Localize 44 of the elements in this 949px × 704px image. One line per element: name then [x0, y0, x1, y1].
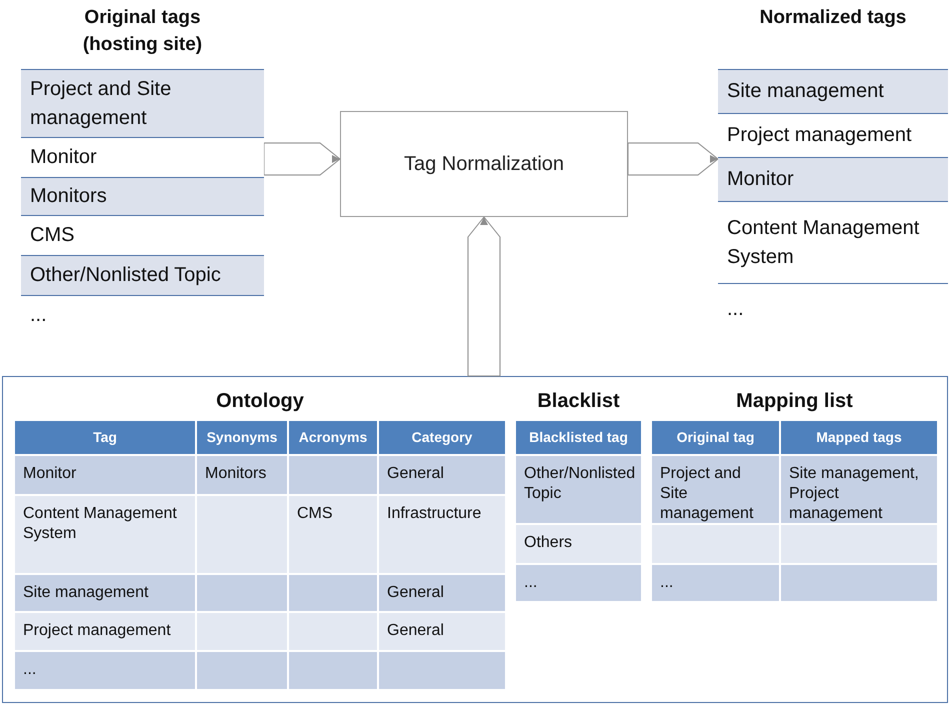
tag-row: Site management — [718, 69, 948, 113]
table-cell: Monitors — [196, 455, 288, 495]
tag-row: ... — [21, 295, 264, 335]
table-title: Blacklist — [536, 389, 621, 414]
block-arrow — [264, 142, 340, 176]
list-heading: Original tags (hosting site) — [82, 6, 204, 57]
column-header: Acronyms — [288, 420, 378, 455]
table-cell: ... — [14, 651, 196, 690]
tag-row: Other/Nonlisted Topic — [21, 255, 264, 295]
process-box: Tag Normalization — [340, 111, 628, 217]
table-cell: Project and Site management — [651, 455, 780, 524]
table-cell: Others — [515, 524, 642, 564]
column-header: Original tag — [651, 420, 780, 455]
table-cell: Site management — [14, 574, 196, 612]
table-cell: Infrastructure — [378, 495, 506, 574]
table-cell: General — [378, 455, 506, 495]
table-cell: ... — [651, 564, 780, 602]
table-cell: Site management, Project management — [780, 455, 938, 524]
table-cell: Project management — [14, 612, 196, 651]
tag-row: Monitor — [718, 157, 948, 201]
table-cell: ... — [515, 564, 642, 602]
tag-row: Monitors — [21, 177, 264, 215]
tag-row: CMS — [21, 215, 264, 255]
tag-row: Project and Site management — [21, 69, 264, 137]
tag-row: Monitor — [21, 137, 264, 177]
table-cell: Content Management System — [14, 495, 196, 574]
block-arrow — [628, 142, 718, 176]
column-header: Blacklisted tag — [515, 420, 642, 455]
table-cell: General — [378, 574, 506, 612]
table-cell: General — [378, 612, 506, 651]
table-title: Ontology — [215, 389, 305, 414]
list-heading: Normalized tags — [758, 6, 908, 30]
table-cell: CMS — [288, 495, 378, 574]
tag-row: Project management — [718, 113, 948, 157]
column-header: Mapped tags — [780, 420, 938, 455]
column-header: Tag — [14, 420, 196, 455]
column-header: Synonyms — [196, 420, 288, 455]
tag-row: Content Management System — [718, 201, 948, 283]
table-cell: Monitor — [14, 455, 196, 495]
block-arrow — [468, 216, 500, 376]
table-cell: Other/Nonlisted Topic — [515, 455, 642, 524]
tag-row: ... — [718, 283, 948, 335]
column-header: Category — [378, 420, 506, 455]
table-title: Mapping list — [735, 389, 854, 414]
